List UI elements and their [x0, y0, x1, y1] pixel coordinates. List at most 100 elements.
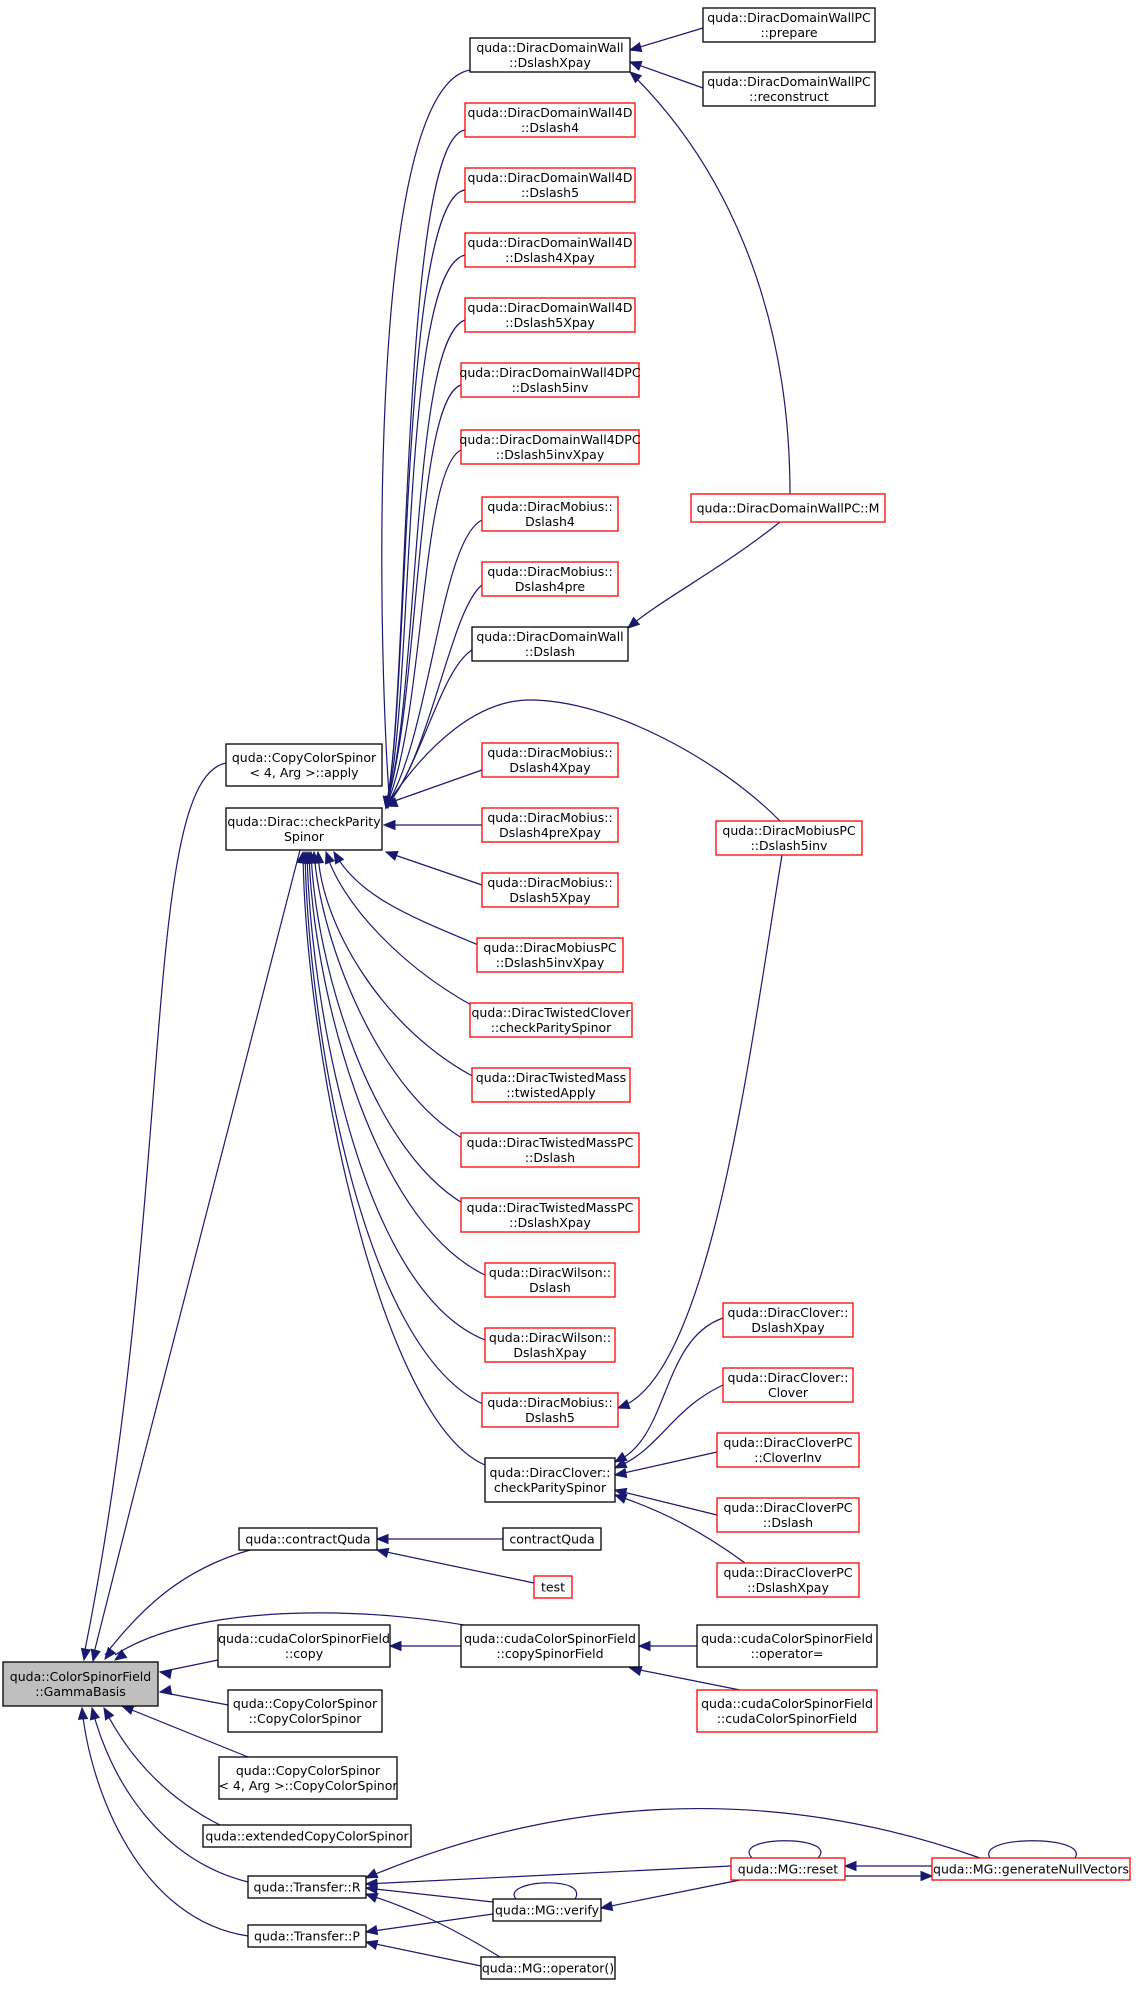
node-cudaCopySF[interactable]: quda::cudaColorSpinorField::copySpinorFi… — [460, 1624, 640, 1668]
node-mgReset[interactable]: quda::MG::reset — [730, 1857, 846, 1881]
node-box[interactable] — [716, 1562, 860, 1598]
node-mobD4pre[interactable]: quda::DiracMobius::Dslash4pre — [481, 561, 619, 597]
node-clovpcInv[interactable]: quda::DiracCloverPC::CloverInv — [716, 1432, 860, 1468]
node-box[interactable] — [696, 1689, 878, 1733]
node-dw4dDslash4[interactable]: quda::DiracDomainWall4D::Dslash4 — [464, 102, 636, 138]
node-mobD4Xpay[interactable]: quda::DiracMobius::Dslash4Xpay — [481, 742, 619, 778]
node-dw4dDslash5[interactable]: quda::DiracDomainWall4D::Dslash5 — [464, 167, 636, 203]
node-box[interactable] — [2, 1661, 159, 1707]
node-twMassPCDX[interactable]: quda::DiracTwistedMassPC::DslashXpay — [460, 1197, 640, 1233]
node-box[interactable] — [469, 37, 631, 73]
node-box[interactable] — [480, 1956, 616, 1980]
node-box[interactable] — [464, 297, 636, 333]
node-twClovCheck[interactable]: quda::DiracTwistedClover::checkParitySpi… — [469, 1002, 633, 1038]
node-mobD5Xpay[interactable]: quda::DiracMobius::Dslash5Xpay — [481, 872, 619, 908]
node-box[interactable] — [481, 1392, 619, 1428]
node-box[interactable] — [481, 561, 619, 597]
node-clovCheck[interactable]: quda::DiracClover::checkParitySpinor — [484, 1457, 616, 1503]
node-box[interactable] — [202, 1824, 412, 1848]
node-contractQuda2[interactable]: contractQuda — [502, 1527, 602, 1551]
node-box[interactable] — [481, 872, 619, 908]
node-mobD5[interactable]: quda::DiracMobius::Dslash5 — [481, 1392, 619, 1428]
node-box[interactable] — [247, 1875, 367, 1899]
node-box[interactable] — [690, 493, 886, 523]
node-box[interactable] — [227, 1689, 383, 1733]
node-box[interactable] — [716, 1432, 860, 1468]
node-dwDslashXpay[interactable]: quda::DiracDomainWall::DslashXpay — [469, 37, 631, 73]
node-box[interactable] — [217, 1624, 391, 1668]
node-mgOperator[interactable]: quda::MG::operator() — [480, 1956, 616, 1980]
node-box[interactable] — [218, 1756, 398, 1800]
node-box[interactable] — [484, 1457, 616, 1503]
node-box[interactable] — [225, 743, 383, 787]
node-test[interactable]: test — [533, 1575, 573, 1599]
node-ccsCtor[interactable]: quda::CopyColorSpinor::CopyColorSpinor — [227, 1689, 383, 1733]
node-box[interactable] — [464, 232, 636, 268]
node-box[interactable] — [702, 71, 876, 107]
node-box[interactable] — [460, 1197, 640, 1233]
node-twMassPCD[interactable]: quda::DiracTwistedMassPC::Dslash — [460, 1132, 640, 1168]
node-box[interactable] — [492, 1898, 602, 1922]
node-box[interactable] — [238, 1527, 378, 1551]
node-box[interactable] — [533, 1575, 573, 1599]
node-box[interactable] — [716, 1497, 860, 1533]
node-box[interactable] — [471, 626, 629, 662]
node-mgGenNull[interactable]: quda::MG::generateNullVectors — [931, 1857, 1131, 1881]
node-dw4dD4Xpay[interactable]: quda::DiracDomainWall4D::Dslash4Xpay — [464, 232, 636, 268]
node-mobD4preXpay[interactable]: quda::DiracMobius::Dslash4preXpay — [481, 807, 619, 843]
node-box[interactable] — [484, 1327, 616, 1363]
node-box[interactable] — [464, 102, 636, 138]
node-box[interactable] — [931, 1857, 1131, 1881]
node-mgVerify[interactable]: quda::MG::verify — [492, 1898, 602, 1922]
node-clovClover[interactable]: quda::DiracClover::Clover — [722, 1367, 854, 1403]
node-mobD4[interactable]: quda::DiracMobius::Dslash4 — [481, 496, 619, 532]
node-clovpcD[interactable]: quda::DiracCloverPC::Dslash — [716, 1497, 860, 1533]
node-cudaOpEq[interactable]: quda::cudaColorSpinorField::operator= — [696, 1624, 878, 1668]
node-mobpcD5invX[interactable]: quda::DiracMobiusPC::Dslash5invXpay — [476, 937, 624, 973]
node-transferP[interactable]: quda::Transfer::P — [247, 1924, 367, 1948]
node-box[interactable] — [225, 807, 383, 851]
node-box[interactable] — [469, 1002, 633, 1038]
node-box[interactable] — [460, 429, 640, 465]
node-box[interactable] — [484, 1262, 616, 1298]
node-dwpcPrepare[interactable]: quda::DiracDomainWallPC::prepare — [702, 7, 876, 43]
node-extCopy[interactable]: quda::extendedCopyColorSpinor — [202, 1824, 412, 1848]
node-box[interactable] — [730, 1857, 846, 1881]
node-box[interactable] — [702, 7, 876, 43]
node-checkParity[interactable]: quda::Dirac::checkParitySpinor — [225, 807, 383, 851]
node-box[interactable] — [247, 1924, 367, 1948]
node-box[interactable] — [722, 1302, 854, 1338]
node-dwpcM[interactable]: quda::DiracDomainWallPC::M — [690, 493, 886, 523]
node-cudaCopy[interactable]: quda::cudaColorSpinorField::copy — [217, 1624, 391, 1668]
node-box[interactable] — [722, 1367, 854, 1403]
node-box[interactable] — [481, 807, 619, 843]
node-gammabasis[interactable]: quda::ColorSpinorField::GammaBasis — [2, 1661, 159, 1707]
node-box[interactable] — [471, 1067, 631, 1103]
node-contractQuda[interactable]: quda::contractQuda — [238, 1527, 378, 1551]
node-clovpcDX[interactable]: quda::DiracCloverPC::DslashXpay — [716, 1562, 860, 1598]
node-dwpcRecon[interactable]: quda::DiracDomainWallPC::reconstruct — [702, 71, 876, 107]
node-wilsonDX[interactable]: quda::DiracWilson::DslashXpay — [484, 1327, 616, 1363]
node-box[interactable] — [476, 937, 624, 973]
node-dwDslash[interactable]: quda::DiracDomainWall::Dslash — [471, 626, 629, 662]
node-dw4dD5Xpay[interactable]: quda::DiracDomainWall4D::Dslash5Xpay — [464, 297, 636, 333]
node-box[interactable] — [696, 1624, 878, 1668]
node-box[interactable] — [481, 496, 619, 532]
node-box[interactable] — [464, 167, 636, 203]
node-cudaCtor[interactable]: quda::cudaColorSpinorField::cudaColorSpi… — [696, 1689, 878, 1733]
node-box[interactable] — [460, 1132, 640, 1168]
node-transferR[interactable]: quda::Transfer::R — [247, 1875, 367, 1899]
node-wilsonD[interactable]: quda::DiracWilson::Dslash — [484, 1262, 616, 1298]
node-box[interactable] — [481, 742, 619, 778]
node-clovDX[interactable]: quda::DiracClover::DslashXpay — [722, 1302, 854, 1338]
node-box[interactable] — [460, 362, 640, 398]
node-box[interactable] — [715, 820, 863, 856]
node-ccs4Ctor[interactable]: quda::CopyColorSpinor< 4, Arg >::CopyCol… — [218, 1756, 398, 1800]
node-box[interactable] — [502, 1527, 602, 1551]
node-ccsApply[interactable]: quda::CopyColorSpinor< 4, Arg >::apply — [225, 743, 383, 787]
node-twMassApply[interactable]: quda::DiracTwistedMass::twistedApply — [471, 1067, 631, 1103]
node-box[interactable] — [460, 1624, 640, 1668]
node-dw4dpcD5inv[interactable]: quda::DiracDomainWall4DPC::Dslash5inv — [459, 362, 641, 398]
node-dw4dpcD5invX[interactable]: quda::DiracDomainWall4DPC::Dslash5invXpa… — [459, 429, 641, 465]
node-mobpcD5inv[interactable]: quda::DiracMobiusPC::Dslash5inv — [715, 820, 863, 856]
